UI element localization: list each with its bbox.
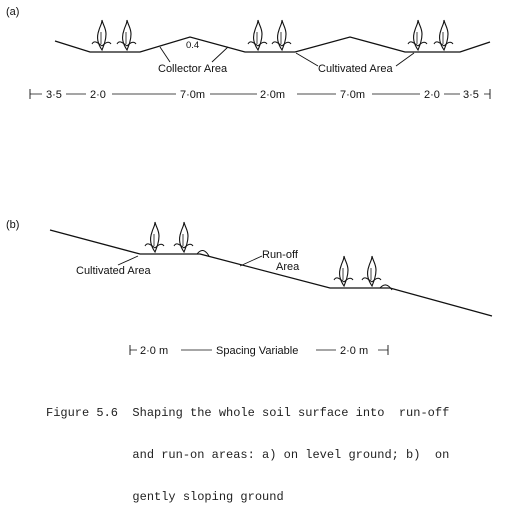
dimension-label: Spacing Variable — [216, 345, 298, 357]
dimension-label: 3·5 — [46, 89, 62, 101]
plant-icon — [407, 19, 428, 51]
panel-b-ground-profile — [49, 229, 493, 317]
dimension-label: 7·0m — [180, 89, 205, 101]
plant-icon — [173, 221, 194, 253]
ridge-height-marker: 0.4 — [186, 40, 199, 51]
caption-line: gently sloping ground — [46, 490, 284, 504]
panel-a-letter: (a) — [6, 6, 19, 18]
caption-line: Figure 5.6 Shaping the whole soil surfac… — [46, 406, 450, 420]
panel-a-dimension-row: 3·5 2·0 7·0m 2·0m 7·0m 2·0 3·5 — [29, 87, 491, 101]
dimension-label: 2·0 — [424, 89, 440, 101]
dimension-label: 2·0 m — [340, 345, 368, 357]
dimension-label: 2·0 m — [140, 345, 168, 357]
plant-icon — [361, 255, 382, 287]
collector-area-label: Collector Area — [158, 63, 228, 75]
plant-icon — [144, 221, 165, 253]
figure-caption: Figure 5.6 Shaping the whole soil surfac… — [46, 378, 506, 518]
cultivated-area-label-b: Cultivated Area — [76, 265, 151, 277]
dimension-label: 7·0m — [340, 89, 365, 101]
bund-mound — [379, 284, 393, 291]
figure-canvas: (a) 0.4 Collector Area Cultivated Area 3… — [6, 6, 493, 504]
panel-b-letter: (b) — [6, 219, 19, 231]
panel-a-ground-profile — [54, 36, 491, 53]
panel-b-dimension-row: 2·0 m Spacing Variable 2·0 m — [129, 343, 389, 357]
caption-line: and run-on areas: a) on level ground; b)… — [46, 448, 450, 462]
plant-icon — [433, 19, 454, 51]
runoff-area-label: Run-off — [262, 249, 299, 261]
collector-leader-line — [159, 46, 171, 63]
dimension-label: 3·5 — [463, 89, 479, 101]
runoff-area-label: Area — [276, 261, 300, 273]
figure-svg: (a) 0.4 Collector Area Cultivated Area 3… — [6, 6, 493, 357]
plant-icon — [333, 255, 354, 287]
dimension-label: 2·0m — [260, 89, 285, 101]
plant-icon — [247, 19, 268, 51]
plant-icon — [271, 19, 292, 51]
bund-mound — [196, 250, 210, 257]
plant-icon — [116, 19, 137, 51]
cultivated-leader-line — [395, 52, 415, 67]
plant-icon — [91, 19, 112, 51]
cultivated-leader-line — [295, 52, 319, 67]
collector-leader-line — [211, 46, 229, 63]
cultivated-area-label-a: Cultivated Area — [318, 63, 393, 75]
dimension-label: 2·0 — [90, 89, 106, 101]
runoff-leader-line — [239, 255, 263, 267]
cultivated-leader-line — [117, 255, 139, 266]
